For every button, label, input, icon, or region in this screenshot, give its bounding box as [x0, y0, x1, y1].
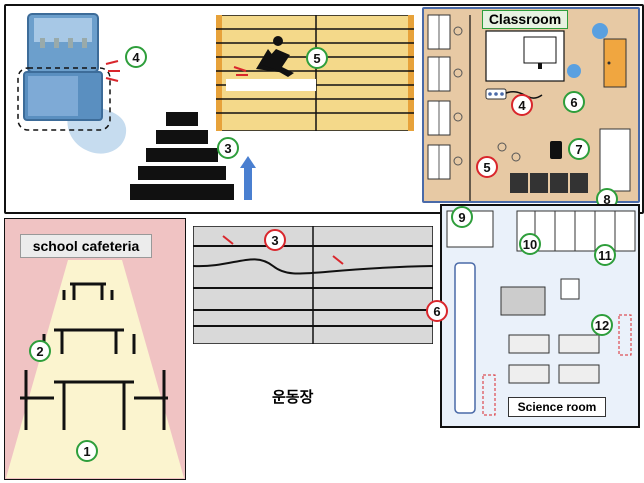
marker-class-6: 6: [563, 91, 585, 113]
cafeteria-light-beam: [6, 260, 184, 478]
marker-class-4: 4: [511, 94, 533, 116]
water-cooler-illustration: [17, 13, 127, 154]
marker-class-7: 7: [568, 138, 590, 160]
marker-class-5: 5: [476, 156, 498, 178]
marker-caf-1: 1: [76, 440, 98, 462]
staircase-icon: [130, 112, 256, 200]
marker-wetfloor-5: 5: [306, 47, 328, 69]
alert-lines-icon: [105, 60, 120, 82]
cooler-dashed-area: [17, 67, 111, 131]
marker-cooler-4: 4: [125, 46, 147, 68]
cafeteria-sign: school cafeteria: [20, 234, 152, 258]
marker-sci-10: 10: [519, 233, 541, 255]
marker-stairs-3: 3: [217, 137, 239, 159]
wet-staircase-illustration: [216, 15, 414, 131]
playground-label: 운동장: [272, 388, 314, 406]
marker-sci-9: 9: [451, 206, 473, 228]
marker-sci-12: 12: [591, 314, 613, 336]
classroom-floor-details: [427, 14, 631, 201]
marker-sci-11: 11: [594, 244, 616, 266]
science-room-label: Science room: [508, 397, 606, 417]
playground-track: [193, 226, 433, 344]
marker-caf-2: 2: [29, 340, 51, 362]
classroom-title: Classroom: [482, 10, 568, 29]
marker-sci-6: 6: [426, 300, 448, 322]
marker-play-3: 3: [264, 229, 286, 251]
